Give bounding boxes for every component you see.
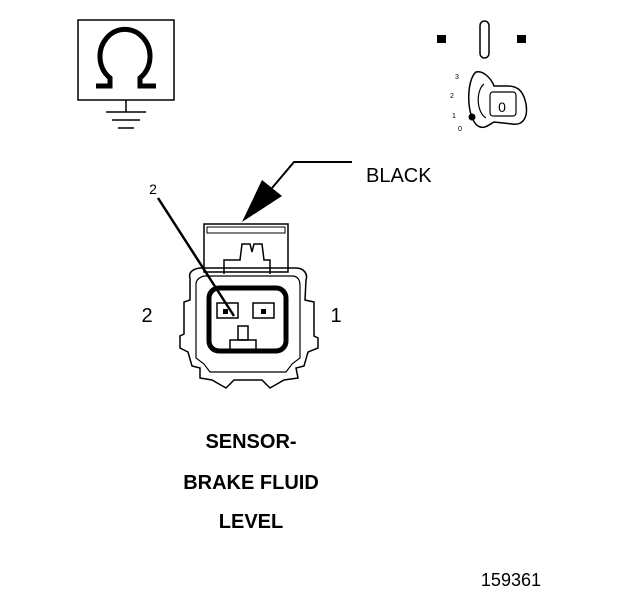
connector-body [179,267,319,389]
disconnect-left-icon [437,35,446,43]
key-icon [468,71,528,129]
pin-label-right: 1 [330,305,341,327]
ignition-pos-0: 0 [458,126,462,133]
polarizing-key-base [229,339,257,353]
arrow-head-icon [242,180,282,222]
component-title-line1: SENSOR- [205,431,296,453]
terminal-1 [252,302,275,319]
key-position-dot [468,113,476,121]
latch-housing-lip [206,226,286,234]
terminal-2-pin [223,309,228,314]
key-face [489,91,517,117]
connector-face [179,223,319,389]
ignition-pos-1: 1 [452,113,456,120]
color-leader-line [271,161,352,189]
key-slot-icon [479,20,490,59]
key-inner-curve [477,83,487,119]
figure-number: 159361 [481,570,541,590]
latch-tab [223,243,271,274]
terminal-2 [216,302,239,319]
ignition-switch-symbol: 0 3 2 1 0 [437,20,528,133]
pin-pointer-line [156,197,236,317]
omega-icon [96,26,156,89]
terminal-1-pin [261,309,266,314]
ohmmeter-box [77,19,175,101]
key-position-label: 0 [498,99,506,115]
disconnect-right-icon [517,35,526,43]
latch-housing [203,223,289,273]
component-title-line2: BRAKE FLUID [183,472,319,494]
ignition-pos-2: 2 [450,93,454,100]
pin-label-left: 2 [141,305,152,327]
ohmmeter-symbol [77,19,175,129]
terminal-cavity [206,285,289,354]
polarizing-key [237,325,249,341]
connector-body-inner [195,275,301,373]
connector-color-label: BLACK [366,165,432,187]
ignition-pos-3: 3 [455,74,459,81]
component-title-line3: LEVEL [219,511,283,533]
pointer-label: 2 [149,181,157,197]
